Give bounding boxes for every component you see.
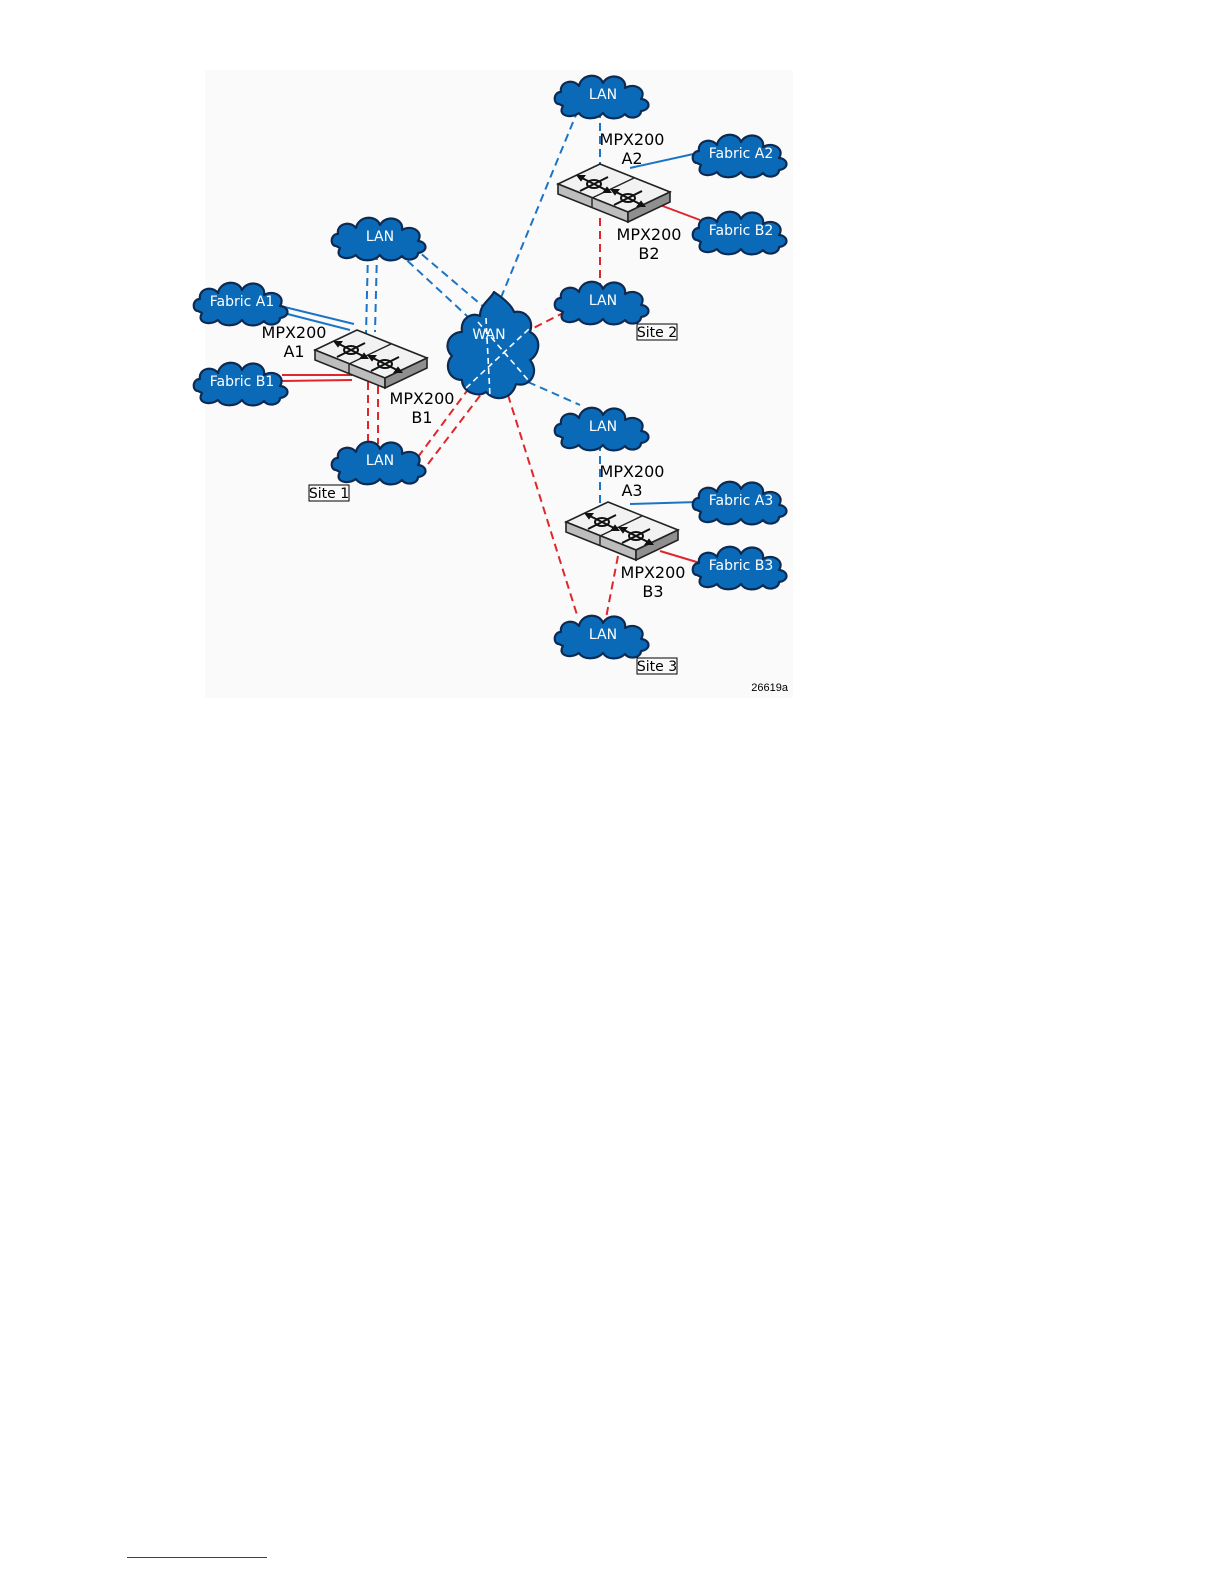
device-a3-model: MPX200 — [600, 462, 665, 481]
device-a1-id: A1 — [283, 342, 304, 361]
wan-label: WAN — [472, 327, 505, 343]
device-b3-model: MPX200 — [621, 563, 686, 582]
device-b1-model: MPX200 — [390, 389, 455, 408]
device-a2-model: MPX200 — [600, 130, 665, 149]
lan-label: LAN — [589, 293, 617, 309]
lan-label: LAN — [589, 627, 617, 643]
fabric-a2-label: Fabric A2 — [709, 146, 774, 162]
site-2-label: Site 2 — [637, 325, 677, 341]
device-a1-model: MPX200 — [262, 323, 327, 342]
figure-id: 26619a — [751, 682, 789, 694]
lan-label: LAN — [589, 87, 617, 103]
device-a3-id: A3 — [621, 481, 642, 500]
device-b2-model: MPX200 — [617, 225, 682, 244]
site-3-tag: Site 3 — [637, 658, 677, 675]
lan-label: LAN — [366, 229, 394, 245]
device-b1-id: B1 — [411, 408, 432, 427]
site-3-label: Site 3 — [637, 659, 677, 675]
lan-label: LAN — [366, 453, 394, 469]
device-b2-id: B2 — [638, 244, 659, 263]
fabric-b3-label: Fabric B3 — [709, 558, 774, 574]
lan-label: LAN — [589, 419, 617, 435]
site-1-label: Site 1 — [309, 486, 349, 502]
device-a2-id: A2 — [621, 149, 642, 168]
fabric-b1-label: Fabric B1 — [210, 374, 275, 390]
fabric-a3-label: Fabric A3 — [709, 493, 774, 509]
device-b3-id: B3 — [642, 582, 663, 601]
site-1-tag: Site 1 — [309, 485, 349, 502]
footnote-rule — [127, 1557, 267, 1558]
fabric-a1-label: Fabric A1 — [210, 294, 275, 310]
fabric-b2-label: Fabric B2 — [709, 223, 774, 239]
site-2-tag: Site 2 — [637, 324, 677, 341]
